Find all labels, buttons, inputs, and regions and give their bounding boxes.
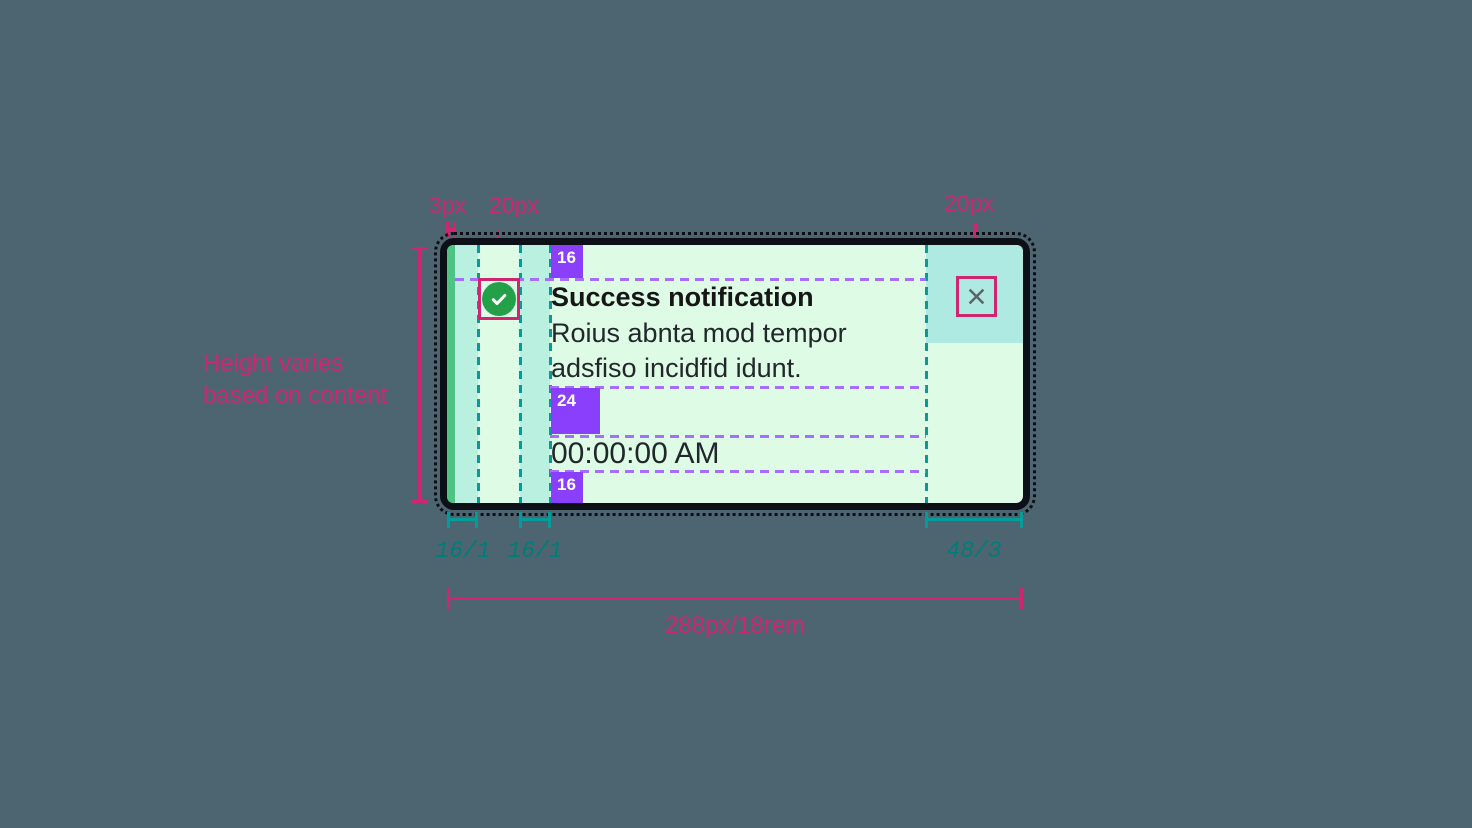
spacing-guide-line-time-bottom — [550, 470, 926, 473]
left-padding-value: 16/1 — [435, 538, 491, 564]
icon-size-label: 20px — [489, 192, 539, 218]
spacing-guide-line-top — [455, 278, 926, 281]
width-measure-label: 288px/18rem — [664, 612, 806, 639]
spacer-badge-bottom: 16 — [551, 472, 583, 503]
icon-measure-box — [478, 278, 520, 320]
left-padding-bracket — [447, 512, 478, 528]
close-button[interactable] — [956, 276, 997, 317]
padding-guide-line-1 — [477, 245, 480, 503]
close-area-bracket — [925, 512, 1023, 528]
close-icon[interactable] — [965, 285, 988, 308]
spacing-guide-line-body-bottom — [550, 386, 926, 389]
padding-guide-line-4 — [925, 245, 928, 503]
padding-guide-line-2 — [519, 245, 522, 503]
spacing-guide-line-time-top — [550, 435, 926, 438]
left-padding-overlay — [455, 245, 478, 503]
height-measure-line — [411, 247, 428, 503]
notification-card: 16 24 16 Success notification Roius abnt… — [434, 232, 1036, 516]
close-area-value: 48/3 — [946, 538, 1002, 564]
close-size-label: 20px — [944, 190, 994, 216]
notification-body: Roius abnta mod tempor adsfiso incidfid … — [551, 316, 847, 386]
icon-gap-padding-overlay — [520, 245, 550, 503]
success-border-bar — [447, 245, 455, 503]
border-width-label: 3px — [429, 192, 467, 218]
notification-timestamp: 00:00:00 AM — [551, 437, 720, 470]
width-measure-line — [447, 588, 1023, 609]
notification-body-line1: Roius abnta mod tempor — [551, 318, 847, 348]
height-note-line2: based on content — [203, 382, 388, 409]
notification-title: Success notification — [551, 282, 814, 312]
border-width-tick — [446, 222, 456, 238]
notification-body-line2: adsfiso incidfid idunt. — [551, 353, 802, 383]
height-note: Height varies based on content — [203, 348, 387, 412]
icon-gap-bracket — [519, 512, 551, 528]
spacer-badge-top: 16 — [551, 245, 583, 278]
padding-guide-line-3 — [549, 245, 552, 503]
spacer-badge-middle: 24 — [551, 388, 600, 434]
height-note-line1: Height varies — [203, 350, 344, 377]
check-icon — [491, 293, 507, 306]
success-check-icon — [482, 282, 516, 316]
notification-card-inner: 16 24 16 Success notification Roius abnt… — [447, 245, 1023, 503]
icon-gap-value: 16/1 — [507, 538, 563, 564]
